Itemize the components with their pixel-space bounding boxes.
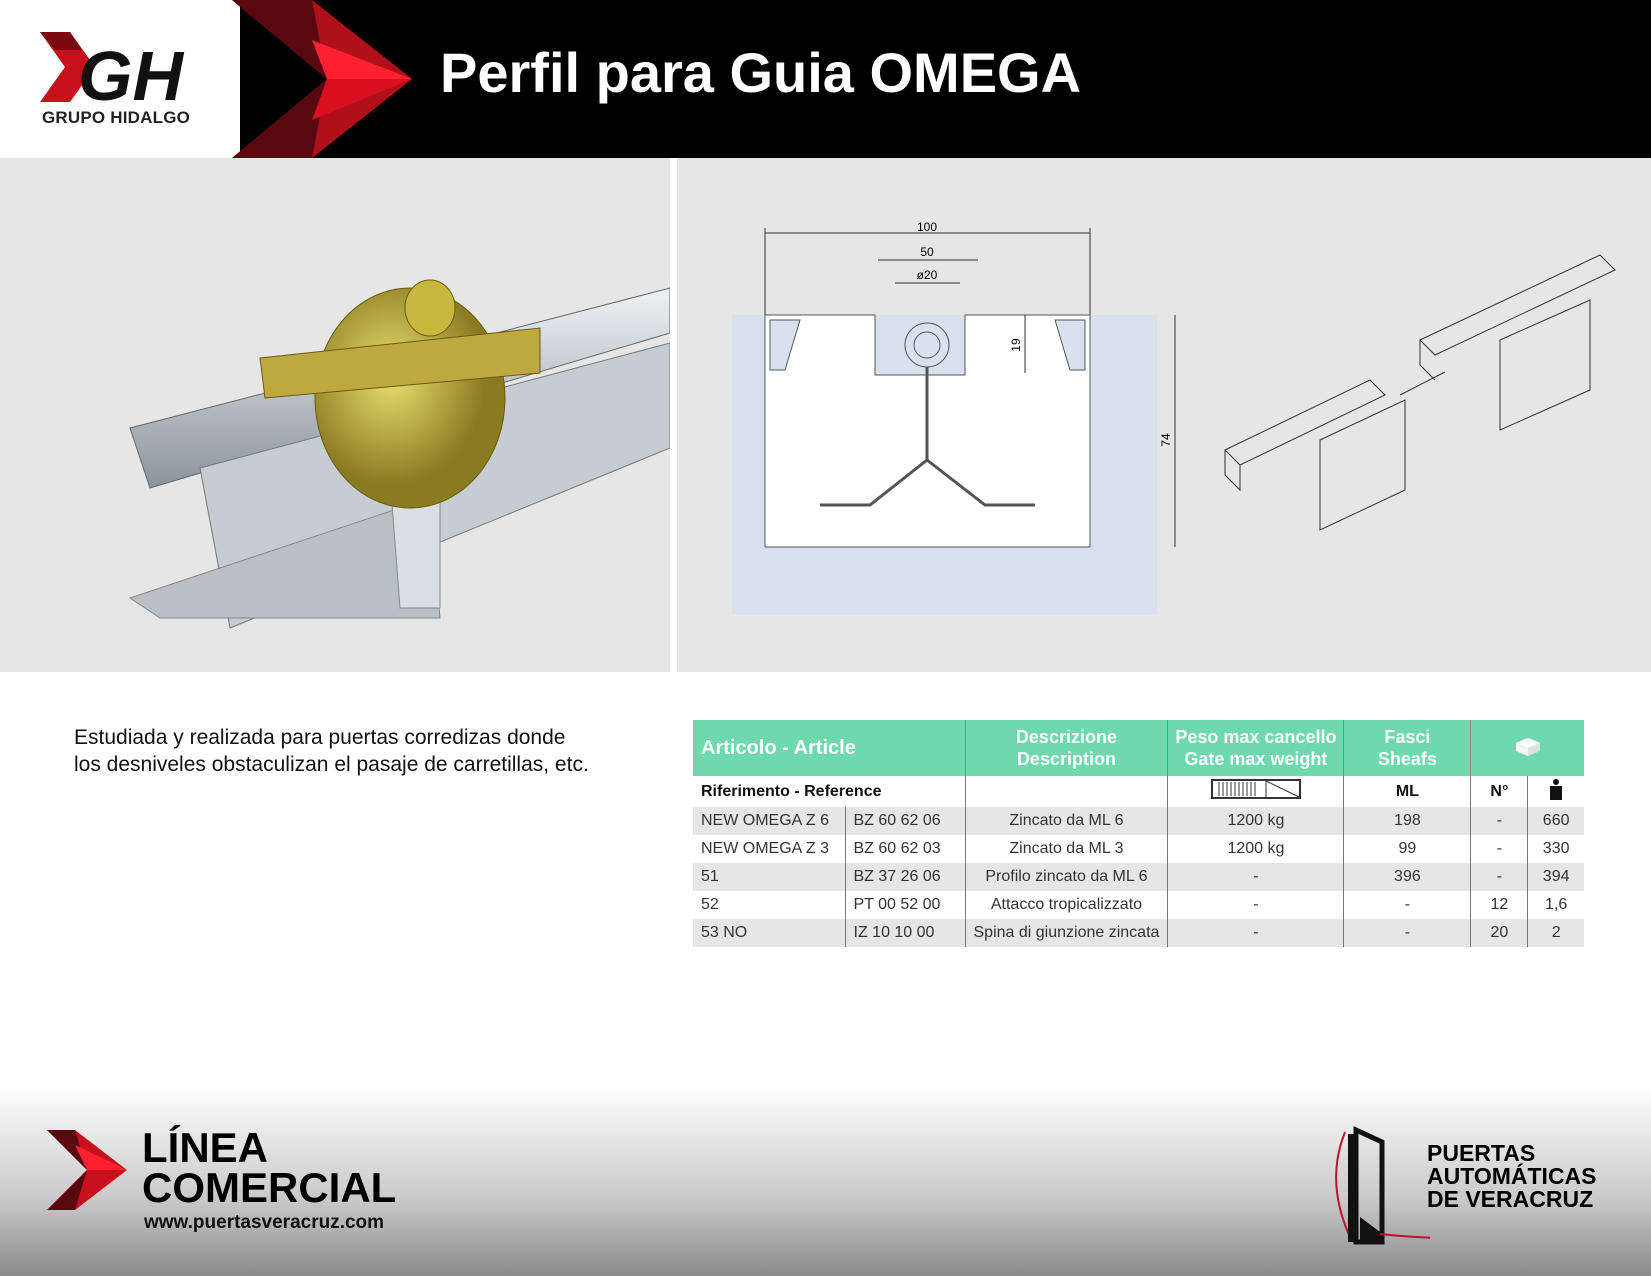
page-title: Perfil para Guia OMEGA bbox=[440, 41, 1082, 104]
dim-height: 74 bbox=[1159, 433, 1173, 447]
product-photo bbox=[0, 158, 671, 672]
col-article: Articolo - Article bbox=[693, 720, 966, 776]
table-subheader: Riferimento - Reference ML N° bbox=[693, 776, 1584, 807]
ml-label: ML bbox=[1343, 776, 1472, 807]
dim-depth: 19 bbox=[1009, 338, 1023, 352]
box-icon bbox=[1470, 720, 1584, 776]
header: GH GRUPO HIDALGO Perfil para Guia OMEGA bbox=[0, 0, 1651, 158]
product-description: Estudiada y realizada para puertas corre… bbox=[74, 726, 589, 776]
number-label: N° bbox=[1470, 776, 1529, 807]
gh-logo-icon: GH bbox=[40, 32, 184, 115]
red-chevron-decoration bbox=[232, 0, 412, 158]
logo: GH GRUPO HIDALGO bbox=[0, 0, 240, 158]
isometric-joint-drawing bbox=[1224, 254, 1616, 531]
dim-center: 50 bbox=[920, 245, 934, 259]
door-logo-icon bbox=[1335, 1126, 1430, 1245]
gate-icon bbox=[1167, 776, 1345, 807]
reference-label: Riferimento - Reference bbox=[693, 776, 966, 807]
website-link[interactable]: www.puertasveracruz.com bbox=[144, 1212, 385, 1233]
logo-company: GRUPO HIDALGO bbox=[42, 108, 191, 127]
rail-wheel-photo bbox=[128, 279, 671, 629]
dim-diameter: ø20 bbox=[917, 268, 938, 282]
profile-section-drawing: 100 50 ø20 19 74 bbox=[732, 220, 1616, 615]
chevron-logo-icon bbox=[47, 1130, 127, 1210]
technical-drawing-panel: 100 50 ø20 19 74 bbox=[677, 158, 1651, 672]
dim-width: 100 bbox=[917, 220, 937, 234]
svg-text:GH: GH bbox=[78, 37, 184, 115]
weight-kg-icon bbox=[1527, 776, 1584, 807]
